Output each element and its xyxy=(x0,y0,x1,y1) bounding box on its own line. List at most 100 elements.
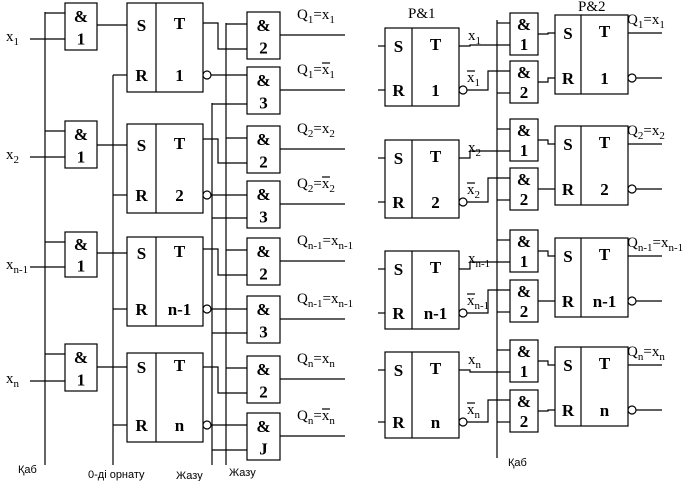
set-wire xyxy=(538,139,555,145)
inverted-output-icon xyxy=(202,190,212,200)
reset-pin-label: R xyxy=(135,186,148,205)
gate-number: 1 xyxy=(520,362,529,381)
x: x xyxy=(322,408,330,424)
output-label: Q2=x2 xyxy=(297,121,335,140)
gate-symbol: & xyxy=(517,121,531,140)
q: Q xyxy=(627,235,638,251)
trigger-type-label: T xyxy=(174,14,186,33)
gate-body xyxy=(64,120,98,169)
trigger-number: 1 xyxy=(431,81,440,100)
subscript: n-1 xyxy=(14,264,29,276)
gate-body xyxy=(509,339,539,383)
read-bus-label: Қаб xyxy=(508,457,527,469)
q-subscript: 2 xyxy=(638,130,644,142)
input-and-gate: &1 xyxy=(64,2,98,51)
output-label: Q1=x1 xyxy=(297,7,335,26)
output-label: Q2=x2 xyxy=(627,123,665,142)
x-subscript: n-1 xyxy=(338,240,353,252)
transfer-and-gate: &1 xyxy=(509,118,539,162)
output-and-gate: &2 xyxy=(246,11,281,60)
trigger-body xyxy=(554,237,629,318)
gate-symbol: & xyxy=(256,16,270,35)
gate-symbol: & xyxy=(256,417,270,436)
x-subscript: 1 xyxy=(329,69,335,81)
equals: = xyxy=(313,7,321,23)
trigger-number: n-1 xyxy=(593,292,617,311)
gate-number: 1 xyxy=(77,370,86,389)
input-label: x1 xyxy=(6,29,19,48)
gate-body xyxy=(246,125,281,174)
trigger-body xyxy=(126,2,204,93)
x: x xyxy=(322,176,330,192)
equals: = xyxy=(643,12,651,28)
trigger-type-label: T xyxy=(174,356,186,375)
equals: = xyxy=(313,351,321,367)
register-1-label: P&1 xyxy=(408,6,436,22)
x: x xyxy=(652,12,660,28)
input-label: x2 xyxy=(6,147,19,166)
subscript: 2 xyxy=(476,147,482,159)
reset-pin-label: R xyxy=(392,304,405,323)
gate-symbol: & xyxy=(256,185,270,204)
q: Q xyxy=(297,176,308,192)
gate-body xyxy=(509,167,539,211)
set-pin-label: S xyxy=(137,244,146,263)
q-wire xyxy=(203,138,247,164)
output-label: Qn-1=xn-1 xyxy=(297,233,353,252)
set-pin-label: S xyxy=(137,16,146,35)
transfer-and-gate: &2 xyxy=(509,279,539,323)
write-bus-label: Жазу xyxy=(229,467,256,479)
gate-symbol: & xyxy=(517,392,531,411)
q-wire xyxy=(459,150,510,159)
set-wire xyxy=(538,32,555,35)
gate-symbol: & xyxy=(517,63,531,82)
gate-number: 1 xyxy=(77,29,86,48)
output-and-gate: &3 xyxy=(246,295,281,344)
x-subscript: n-1 xyxy=(338,298,353,310)
q-subscript: n xyxy=(308,415,314,427)
trigger-number: 1 xyxy=(600,69,609,88)
set-pin-label: S xyxy=(394,361,403,380)
gate-number: 2 xyxy=(259,382,268,401)
reset-pin-label: R xyxy=(562,292,575,311)
qbar-label: x2 xyxy=(467,182,480,201)
gate-number: 3 xyxy=(259,207,268,226)
subscript: 1 xyxy=(14,36,20,48)
q: Q xyxy=(297,62,308,78)
gate-number: 3 xyxy=(259,322,268,341)
base: x xyxy=(6,371,14,387)
x-subscript: n xyxy=(329,358,335,370)
set-wire xyxy=(538,360,555,366)
q-wire xyxy=(203,366,247,394)
base: x xyxy=(467,70,475,86)
trigger-type-label: T xyxy=(430,35,442,54)
base: x xyxy=(6,29,14,45)
qbar-label: xn-1 xyxy=(467,293,489,312)
subscript: 2 xyxy=(475,189,481,201)
input-and-gate: &1 xyxy=(64,343,98,392)
trigger-type-label: T xyxy=(599,245,611,264)
q-wire xyxy=(203,22,247,50)
qbar-label: x1 xyxy=(467,70,480,89)
x: x xyxy=(322,7,330,23)
input-label: xn-1 xyxy=(6,257,28,276)
x: x xyxy=(322,121,330,137)
subscript: 1 xyxy=(475,77,481,89)
q-wire xyxy=(203,248,247,276)
q: Q xyxy=(297,121,308,137)
subscript: 1 xyxy=(476,35,482,47)
transfer-and-gate: &1 xyxy=(509,12,539,56)
reset-pin-label: R xyxy=(392,193,405,212)
transfer-and-gate: &1 xyxy=(509,339,539,383)
